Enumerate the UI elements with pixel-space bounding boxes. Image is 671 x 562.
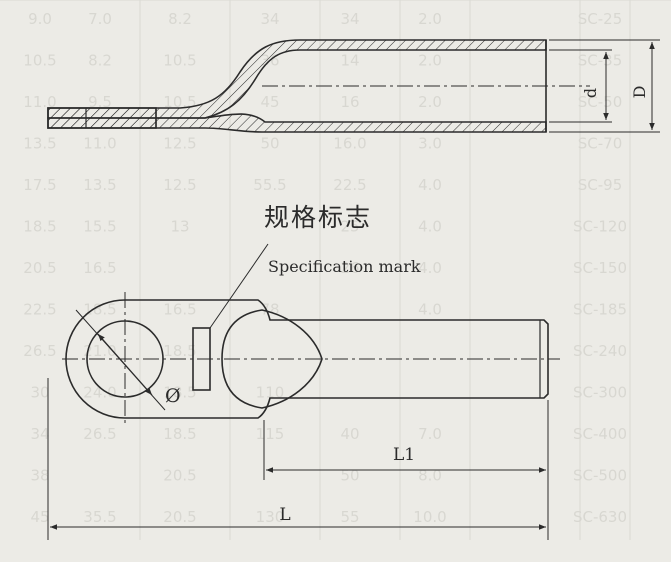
background-table-cell: 20.5 — [163, 467, 196, 485]
background-table-cell: 2.0 — [418, 93, 442, 111]
background-table-cell: 130 — [256, 508, 285, 526]
background-table-cell: 4.0 — [418, 218, 442, 236]
background-table-cell: 14 — [340, 52, 359, 70]
background-table-cell: SC-300 — [573, 384, 627, 402]
background-table-cell: 4.0 — [418, 176, 442, 194]
background-table-cell: SC-185 — [573, 301, 627, 319]
label-L1: L1 — [393, 445, 415, 465]
background-table-cell: SC-630 — [573, 508, 627, 526]
crimp-transition — [221, 309, 323, 409]
spec-mark-leader — [209, 243, 269, 329]
background-table-cell: 9.5 — [88, 93, 112, 111]
background-table-cell: 10.5 — [23, 52, 56, 70]
label-D: D — [630, 86, 649, 99]
background-table-cell: 45 — [260, 93, 279, 111]
background-table-cell: 38 — [30, 467, 49, 485]
background-table-cell: 4.0 — [418, 259, 442, 277]
background-table-cell: SC-240 — [573, 342, 627, 360]
background-table-cell: 15.5 — [83, 218, 116, 236]
background-table-cell: 10.5 — [163, 52, 196, 70]
background-table-cell: 22.5 — [333, 176, 366, 194]
background-table-cell: 11.0 — [23, 93, 56, 111]
background-table-cell: SC-95 — [578, 176, 623, 194]
background-table-cell: 2.0 — [418, 52, 442, 70]
label-d: d — [581, 88, 600, 98]
background-table-cell: SC-70 — [578, 135, 623, 153]
spec-mark-english: Specification mark — [268, 257, 421, 276]
background-table-cell: 16.5 — [163, 301, 196, 319]
section-view: d D — [47, 39, 660, 133]
background-table-cell: 16 — [340, 93, 359, 111]
background-table-cell: 13.5 — [83, 176, 116, 194]
spec-mark-chinese: 规格标志 — [264, 203, 372, 232]
background-table-cell: 35.5 — [83, 508, 116, 526]
background-table-cell: 34 — [340, 10, 359, 28]
background-table-cell: 45 — [30, 508, 49, 526]
background-table-cell: 24.0 — [83, 384, 116, 402]
background-table-cell: 34 — [30, 425, 49, 443]
background-table-cell: SC-400 — [573, 425, 627, 443]
background-table-cell: SC-50 — [578, 93, 623, 111]
background-table-cell: 26 — [340, 259, 359, 277]
background-table-cell: 12.5 — [163, 176, 196, 194]
background-table-cell: 16.5 — [83, 259, 116, 277]
plan-view: Ø L1 L — [47, 292, 560, 540]
background-table-cell: 18.5 — [83, 301, 116, 319]
background-table-cell: 10.0 — [413, 508, 446, 526]
background-table-cell: 13.5 — [23, 135, 56, 153]
background-table-cell: 7.0 — [88, 10, 112, 28]
background-table-cell: 55 — [340, 508, 359, 526]
section-upper-wall — [47, 39, 547, 119]
label-diameter: Ø — [165, 385, 181, 407]
background-table-cell: 50 — [340, 467, 359, 485]
background-table-cell: SC-25 — [578, 10, 623, 28]
background-table-cell: SC-120 — [573, 218, 627, 236]
background-table: 9.07.08.234342.0SC-2510.58.210.536142.0S… — [0, 0, 671, 540]
background-table-cell: 11.0 — [83, 135, 116, 153]
background-table-cell: 26.5 — [83, 425, 116, 443]
background-table-cell: 8.2 — [88, 52, 112, 70]
background-table-cell: SC-35 — [578, 52, 623, 70]
palm-plate-section — [47, 107, 157, 129]
background-table-cell: 16.0 — [333, 135, 366, 153]
label-L: L — [279, 505, 290, 525]
background-table-cell: 4.0 — [418, 301, 442, 319]
background-table-cell: 7.0 — [418, 425, 442, 443]
lug-outline — [65, 299, 549, 419]
background-table-cell: 26.5 — [23, 342, 56, 360]
background-table-cell: 3.0 — [418, 135, 442, 153]
background-table-cell: 20.5 — [23, 259, 56, 277]
background-table-cell: 18.5 — [23, 218, 56, 236]
background-table-cell: SC-500 — [573, 467, 627, 485]
background-table-cell: 8.2 — [168, 10, 192, 28]
background-table-cell: 18.5 — [163, 425, 196, 443]
background-table-cell: 30 — [30, 384, 49, 402]
background-table-cell: 9.0 — [28, 10, 52, 28]
background-table-cell: 13 — [170, 218, 189, 236]
background-table-cell: 2.0 — [418, 10, 442, 28]
background-table-cell: 110 — [256, 384, 285, 402]
background-table-cell: 18.5 — [163, 384, 196, 402]
background-table-cell: SC-150 — [573, 259, 627, 277]
background-table-cell: 40 — [340, 425, 359, 443]
background-table-cell: 22.5 — [23, 301, 56, 319]
background-table-cell: 25 — [340, 218, 359, 236]
background-table-cell: 18.5 — [163, 342, 196, 360]
background-table-cell: 12.5 — [163, 135, 196, 153]
background-table-cell: 115 — [256, 425, 285, 443]
background-table-cell: 17.5 — [23, 176, 56, 194]
background-table-cell: 50 — [260, 135, 279, 153]
background-table-cell: 8.0 — [418, 467, 442, 485]
background-table-cell: 34 — [260, 10, 279, 28]
background-table-cell: 20.5 — [163, 508, 196, 526]
background-table-cell: 55.5 — [253, 176, 286, 194]
